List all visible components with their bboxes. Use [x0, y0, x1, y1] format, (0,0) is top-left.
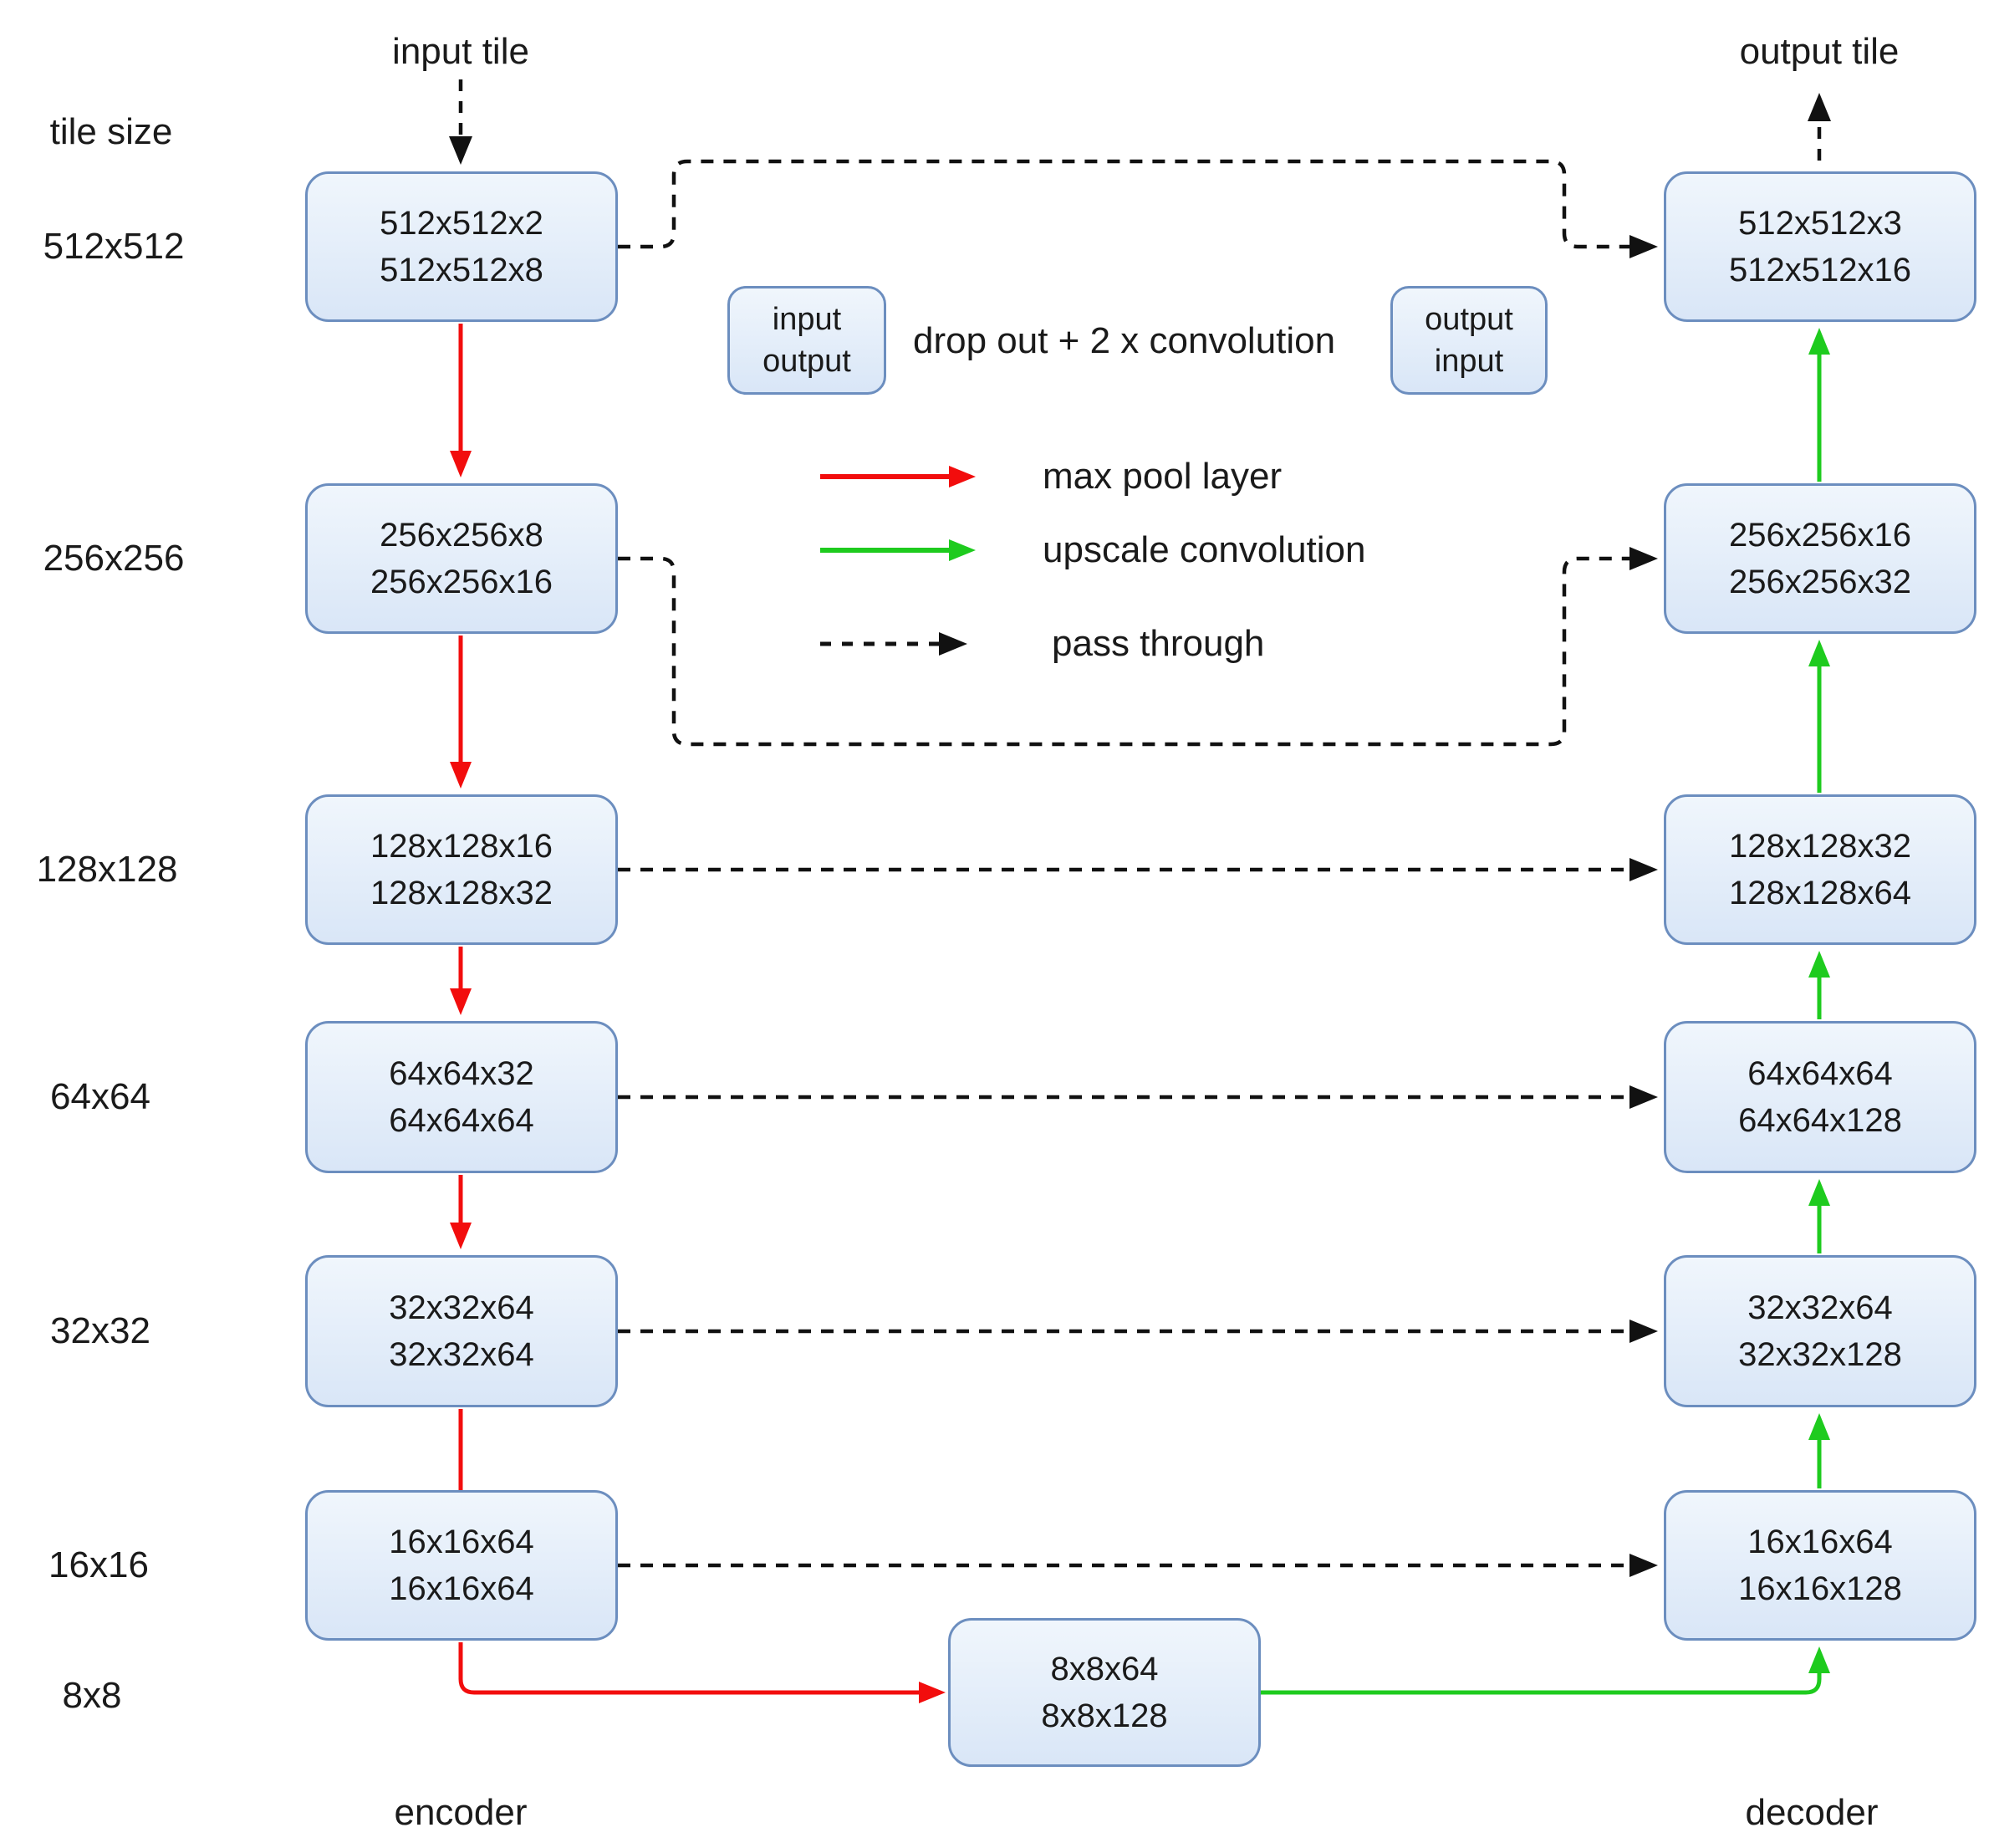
decoder-box-16-line2: 16x16x128 — [1738, 1570, 1902, 1607]
encoder-box-256-line1: 256x256x8 — [380, 517, 543, 554]
encoder-box-64-line1: 64x64x32 — [389, 1055, 534, 1092]
encoder-box-16-line1: 16x16x64 — [389, 1524, 534, 1560]
decoder-box-64-line1: 64x64x64 — [1747, 1055, 1893, 1092]
decoder-box-16-line1: 16x16x64 — [1747, 1524, 1893, 1560]
decoder-box-16: 16x16x64 16x16x128 — [1664, 1490, 1976, 1641]
legend-conv-right-box: output input — [1390, 286, 1548, 395]
encoder-box-512: 512x512x2 512x512x8 — [305, 171, 618, 322]
encoder-box-128: 128x128x16 128x128x32 — [305, 794, 618, 945]
decoder-box-128: 128x128x32 128x128x64 — [1664, 794, 1976, 945]
decoder-box-32-line2: 32x32x128 — [1738, 1336, 1902, 1373]
decoder-box-256-line1: 256x256x16 — [1729, 517, 1911, 554]
pass-through-256 — [618, 547, 1658, 747]
legend-conv-right-line2: input — [1434, 344, 1504, 379]
encoder-box-256-line2: 256x256x16 — [370, 564, 553, 600]
upscale-arrow-8-16 — [1261, 1646, 1830, 1695]
encoder-label: encoder — [394, 1792, 528, 1833]
upscale-arrows — [1261, 328, 1830, 1695]
bottleneck-box-line1: 8x8x64 — [1050, 1651, 1159, 1687]
bottleneck-box-line2: 8x8x128 — [1041, 1697, 1168, 1734]
tile-size-512: 512x512 — [43, 226, 185, 267]
decoder-label: decoder — [1745, 1792, 1879, 1833]
decoder-box-32: 32x32x64 32x32x128 — [1664, 1255, 1976, 1407]
encoder-box-64-line2: 64x64x64 — [389, 1102, 534, 1139]
encoder-box-16: 16x16x64 16x16x64 — [305, 1490, 618, 1641]
decoder-box-64: 64x64x64 64x64x128 — [1664, 1021, 1976, 1173]
legend-conv-label: drop out + 2 x convolution — [913, 320, 1336, 361]
encoder-box-32: 32x32x64 32x32x64 — [305, 1255, 618, 1407]
input-tile-label: input tile — [392, 31, 529, 72]
pass-through-512 — [618, 159, 1658, 258]
legend-conv-left-line1: input — [772, 301, 842, 337]
legend-arrow-samples — [820, 466, 976, 656]
legend-pass-through-label: pass through — [1052, 623, 1265, 664]
output-tile-label: output tile — [1739, 31, 1900, 72]
decoder-box-512: 512x512x3 512x512x16 — [1664, 171, 1976, 322]
decoder-box-512-line2: 512x512x16 — [1729, 252, 1911, 288]
legend-upscale-label: upscale convolution — [1043, 529, 1366, 570]
encoder-box-32-line1: 32x32x64 — [389, 1289, 534, 1326]
decoder-box-128-line1: 128x128x32 — [1729, 828, 1911, 865]
decoder-box-32-line1: 32x32x64 — [1747, 1289, 1893, 1326]
tile-size-16: 16x16 — [48, 1544, 149, 1585]
decoder-box-64-line2: 64x64x128 — [1738, 1102, 1902, 1139]
encoder-box-64: 64x64x32 64x64x64 — [305, 1021, 618, 1173]
tile-size-128: 128x128 — [36, 849, 178, 890]
encoder-box-256: 256x256x8 256x256x16 — [305, 483, 618, 634]
max-pool-arrow-16-8 — [458, 1642, 946, 1703]
legend-conv-left-line2: output — [762, 344, 851, 379]
legend-max-pool-label: max pool layer — [1043, 456, 1283, 497]
legend-conv-left-box: input output — [727, 286, 886, 395]
decoder-box-256-line2: 256x256x32 — [1729, 564, 1911, 600]
tile-size-64: 64x64 — [50, 1076, 150, 1117]
encoder-box-512-line2: 512x512x8 — [380, 252, 543, 288]
decoder-box-128-line2: 128x128x64 — [1729, 875, 1911, 911]
tile-size-8: 8x8 — [62, 1675, 122, 1716]
encoder-box-16-line2: 16x16x64 — [389, 1570, 534, 1607]
tile-size-header: tile size — [49, 111, 173, 152]
pass-through-arrows — [618, 159, 1658, 1577]
encoder-box-512-line1: 512x512x2 — [380, 205, 543, 242]
encoder-box-128-line2: 128x128x32 — [370, 875, 553, 911]
encoder-box-32-line2: 32x32x64 — [389, 1336, 534, 1373]
max-pool-arrows — [450, 324, 946, 1703]
tile-size-256: 256x256 — [43, 538, 185, 579]
bottleneck-box-8: 8x8x64 8x8x128 — [948, 1618, 1261, 1767]
decoder-box-256: 256x256x16 256x256x32 — [1664, 483, 1976, 634]
encoder-box-128-line1: 128x128x16 — [370, 828, 553, 865]
legend-conv-right-line1: output — [1425, 301, 1513, 337]
decoder-box-512-line1: 512x512x3 — [1738, 205, 1902, 242]
tile-size-32: 32x32 — [50, 1310, 150, 1351]
